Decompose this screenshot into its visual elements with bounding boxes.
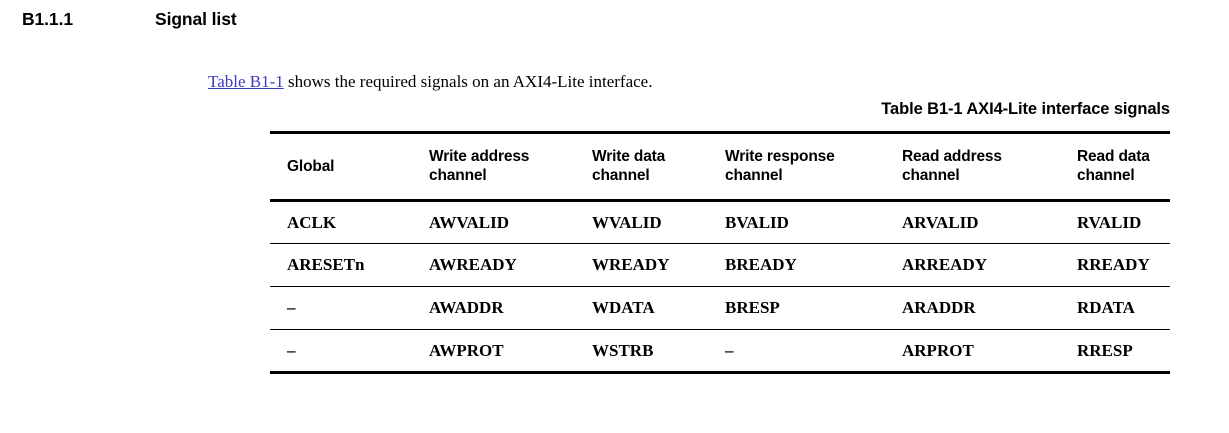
column-header-read-address-channel: Read address channel <box>885 131 1060 202</box>
signal-table: Global Write address channel Write data … <box>270 131 1170 374</box>
column-header-global: Global <box>270 131 412 202</box>
column-header-line1: Read address <box>902 148 1002 165</box>
table-row: – AWADDR WDATA BRESP ARADDR RDATA <box>270 286 1170 330</box>
signal-cell: ARADDR <box>885 286 1060 330</box>
signal-cell: ARVALID <box>885 200 1060 244</box>
signal-cell: ARESETn <box>270 243 412 287</box>
intro-paragraph: Table B1-1 shows the required signals on… <box>208 71 1168 93</box>
signal-cell: RRESP <box>1060 329 1170 374</box>
signal-cell-empty: – <box>708 329 885 374</box>
column-header-line2: channel <box>725 167 783 184</box>
table-cross-reference-link[interactable]: Table B1-1 <box>208 72 284 91</box>
signal-cell: ARPROT <box>885 329 1060 374</box>
table-row: ACLK AWVALID WVALID BVALID ARVALID RVALI… <box>270 200 1170 244</box>
column-header-line1: Global <box>287 157 335 175</box>
section-number: B1.1.1 <box>22 9 73 29</box>
column-header-read-data-channel: Read data channel <box>1060 131 1170 202</box>
table-row: ARESETn AWREADY WREADY BREADY ARREADY RR… <box>270 243 1170 287</box>
table-body: ACLK AWVALID WVALID BVALID ARVALID RVALI… <box>270 200 1170 374</box>
column-header-line1: Write data <box>592 148 666 165</box>
signal-cell: AWADDR <box>412 286 575 330</box>
column-header-line2: channel <box>592 167 650 184</box>
section-heading: B1.1.1 Signal list <box>22 9 1202 30</box>
signal-cell: AWREADY <box>412 243 575 287</box>
signal-cell: AWVALID <box>412 200 575 244</box>
column-header-line2: channel <box>1077 167 1135 184</box>
signal-cell: WVALID <box>575 200 708 244</box>
column-header-line2: channel <box>429 167 487 184</box>
signal-cell: ACLK <box>270 200 412 244</box>
signal-cell: BRESP <box>708 286 885 330</box>
signal-cell-empty: – <box>270 329 412 374</box>
signal-cell: AWPROT <box>412 329 575 374</box>
signal-cell: BREADY <box>708 243 885 287</box>
signal-cell: RREADY <box>1060 243 1170 287</box>
signal-cell: WDATA <box>575 286 708 330</box>
table-row: – AWPROT WSTRB – ARPROT RRESP <box>270 329 1170 374</box>
signal-cell: WREADY <box>575 243 708 287</box>
column-header-write-data-channel: Write data channel <box>575 131 708 202</box>
column-header-line2: channel <box>902 167 960 184</box>
signal-cell-empty: – <box>270 286 412 330</box>
signal-cell: BVALID <box>708 200 885 244</box>
table-caption: Table B1-1 AXI4-Lite interface signals <box>881 100 1170 118</box>
column-header-line1: Write address <box>429 148 530 165</box>
column-header-write-response-channel: Write response channel <box>708 131 885 202</box>
section-title: Signal list <box>155 9 237 29</box>
signal-cell: WSTRB <box>575 329 708 374</box>
signal-cell: ARREADY <box>885 243 1060 287</box>
signal-table-container: Global Write address channel Write data … <box>270 131 1170 374</box>
table-header-row: Global Write address channel Write data … <box>270 131 1170 202</box>
table-header: Global Write address channel Write data … <box>270 131 1170 202</box>
column-header-line1: Read data <box>1077 148 1150 165</box>
intro-text: shows the required signals on an AXI4-Li… <box>283 72 653 91</box>
signal-cell: RVALID <box>1060 200 1170 244</box>
column-header-line1: Write response <box>725 148 835 165</box>
column-header-write-address-channel: Write address channel <box>412 131 575 202</box>
signal-cell: RDATA <box>1060 286 1170 330</box>
